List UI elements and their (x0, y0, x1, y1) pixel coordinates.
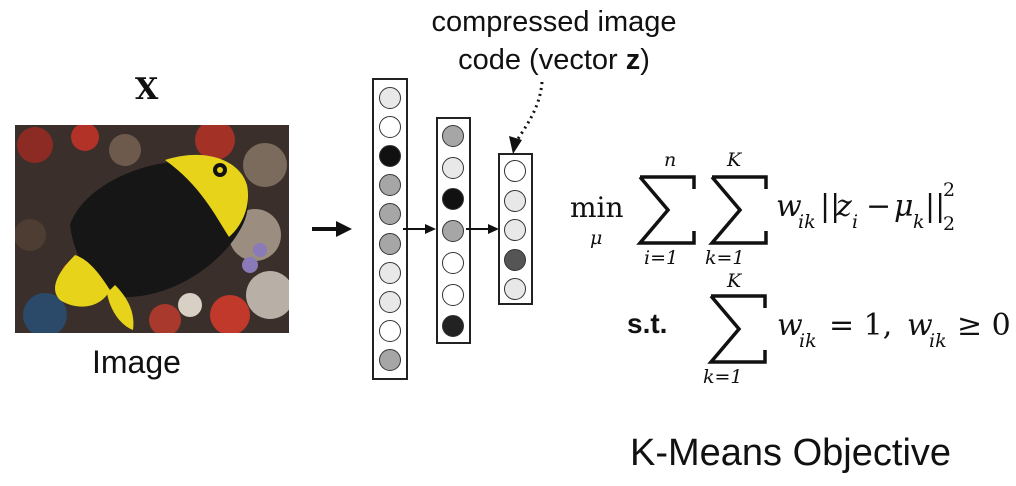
neuron-node (379, 290, 401, 313)
neuron-node (379, 87, 401, 109)
neuron-node (442, 156, 464, 179)
code-layer-z (498, 153, 533, 305)
neuron-node (379, 232, 401, 255)
encoder-layer-2 (436, 117, 471, 344)
image-caption: Image (92, 344, 181, 380)
code-caption: compressed image code (vector z) (382, 3, 726, 79)
dotted-pointer-arrow (509, 81, 544, 154)
code-caption-line2: code (vector z) (458, 44, 650, 76)
code-caption-line1: compressed image (431, 6, 677, 38)
kmeans-objective-title: K-Means Objective (630, 432, 952, 474)
min-operator: min (570, 191, 624, 224)
sum-symbol-3 (707, 294, 767, 364)
neuron-node (504, 219, 526, 242)
neuron-node (379, 203, 401, 226)
neuron-node (442, 251, 464, 274)
encoder-layer-1 (372, 78, 408, 380)
neuron-node (442, 125, 464, 147)
min-subscript: μ (590, 227, 603, 249)
neuron-node (379, 348, 401, 371)
neuron-node (379, 261, 401, 284)
subject-to-label: s.t. (627, 308, 668, 339)
neuron-node (442, 220, 464, 243)
neuron-node (442, 315, 464, 338)
neuron-node (442, 188, 464, 211)
neuron-node (379, 116, 401, 139)
input-x-label: X (135, 72, 159, 107)
sum-symbol-2 (708, 175, 768, 245)
neuron-node (379, 319, 401, 342)
neuron-node (379, 174, 401, 197)
input-fish-image (15, 125, 289, 333)
neuron-node (504, 189, 526, 212)
layer-arrow-1-2 (403, 224, 436, 234)
neuron-node (504, 278, 526, 301)
vector-z-label: z (625, 44, 641, 76)
neuron-node (379, 145, 401, 168)
input-arrow (312, 221, 352, 237)
neuron-node (442, 283, 464, 306)
neuron-node (504, 160, 526, 182)
neuron-node (504, 248, 526, 271)
layer-arrow-2-3 (466, 224, 499, 234)
sum-symbol-1 (636, 175, 696, 245)
